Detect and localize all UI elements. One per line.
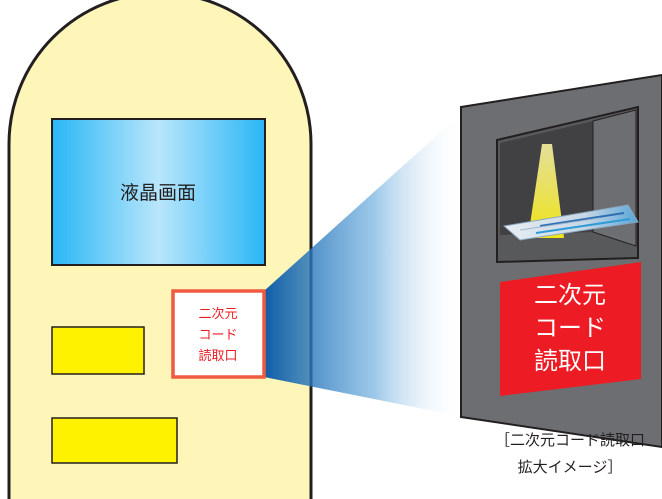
yellow-button-upper[interactable] bbox=[51, 326, 145, 375]
ticket-stripe bbox=[539, 212, 625, 227]
code-reader-label-small bbox=[171, 289, 266, 379]
zoom-caption-line-1: ［二次元コード読取口 bbox=[495, 431, 645, 449]
zoom-caption-line-2: 拡大イメージ］ bbox=[518, 458, 623, 476]
code-reader-small-line-1: 二次元 bbox=[198, 306, 237, 322]
scan-beam-icon bbox=[528, 144, 564, 238]
code-reader-large-line-2: コード bbox=[534, 314, 606, 342]
zoom-projection-beam bbox=[264, 111, 464, 417]
code-reader-small-line-2: コード bbox=[198, 328, 237, 343]
lcd-screen-label: 液晶画面 bbox=[120, 182, 196, 204]
yellow-button-lower[interactable] bbox=[51, 417, 178, 464]
ticket-stripe bbox=[519, 217, 601, 231]
code-reader-large-line-3: 読取口 bbox=[534, 347, 606, 375]
code-reader-large-line-1: 二次元 bbox=[534, 281, 606, 309]
ticket-stripe bbox=[535, 218, 631, 234]
lcd-screen bbox=[51, 118, 266, 266]
code-reader-small-line-3: 読取口 bbox=[198, 348, 237, 364]
code-reader-label-large bbox=[500, 262, 641, 396]
